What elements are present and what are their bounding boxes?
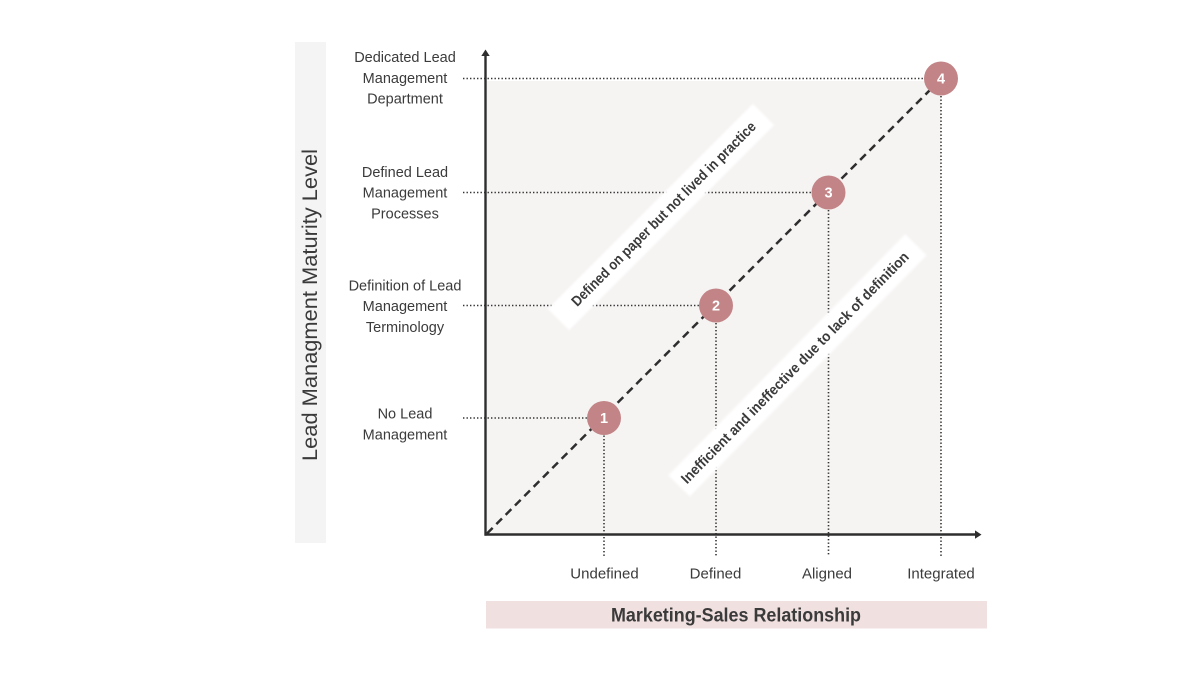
svg-text:2: 2 xyxy=(712,299,720,315)
svg-text:Undefined: Undefined xyxy=(570,566,638,583)
svg-text:Management: Management xyxy=(363,299,448,315)
svg-text:Terminology: Terminology xyxy=(366,320,445,336)
svg-text:Definition of Lead: Definition of Lead xyxy=(349,278,462,294)
svg-text:Defined Lead: Defined Lead xyxy=(362,165,448,181)
svg-text:1: 1 xyxy=(600,411,608,427)
svg-text:Lead Managment Maturity Level: Lead Managment Maturity Level xyxy=(299,149,322,461)
svg-text:Aligned: Aligned xyxy=(802,566,852,583)
svg-text:Management: Management xyxy=(363,427,448,443)
svg-text:Integrated: Integrated xyxy=(907,566,975,583)
svg-text:Processes: Processes xyxy=(371,207,439,223)
svg-text:Department: Department xyxy=(367,92,443,108)
svg-text:Defined: Defined xyxy=(690,566,742,583)
svg-text:Management: Management xyxy=(363,71,448,87)
svg-text:3: 3 xyxy=(824,186,832,202)
svg-text:Dedicated Lead: Dedicated Lead xyxy=(354,50,456,66)
svg-text:No Lead: No Lead xyxy=(378,407,433,423)
svg-text:Management: Management xyxy=(363,186,448,202)
svg-text:Marketing-Sales Relationship: Marketing-Sales Relationship xyxy=(611,605,861,627)
svg-text:4: 4 xyxy=(937,72,945,88)
